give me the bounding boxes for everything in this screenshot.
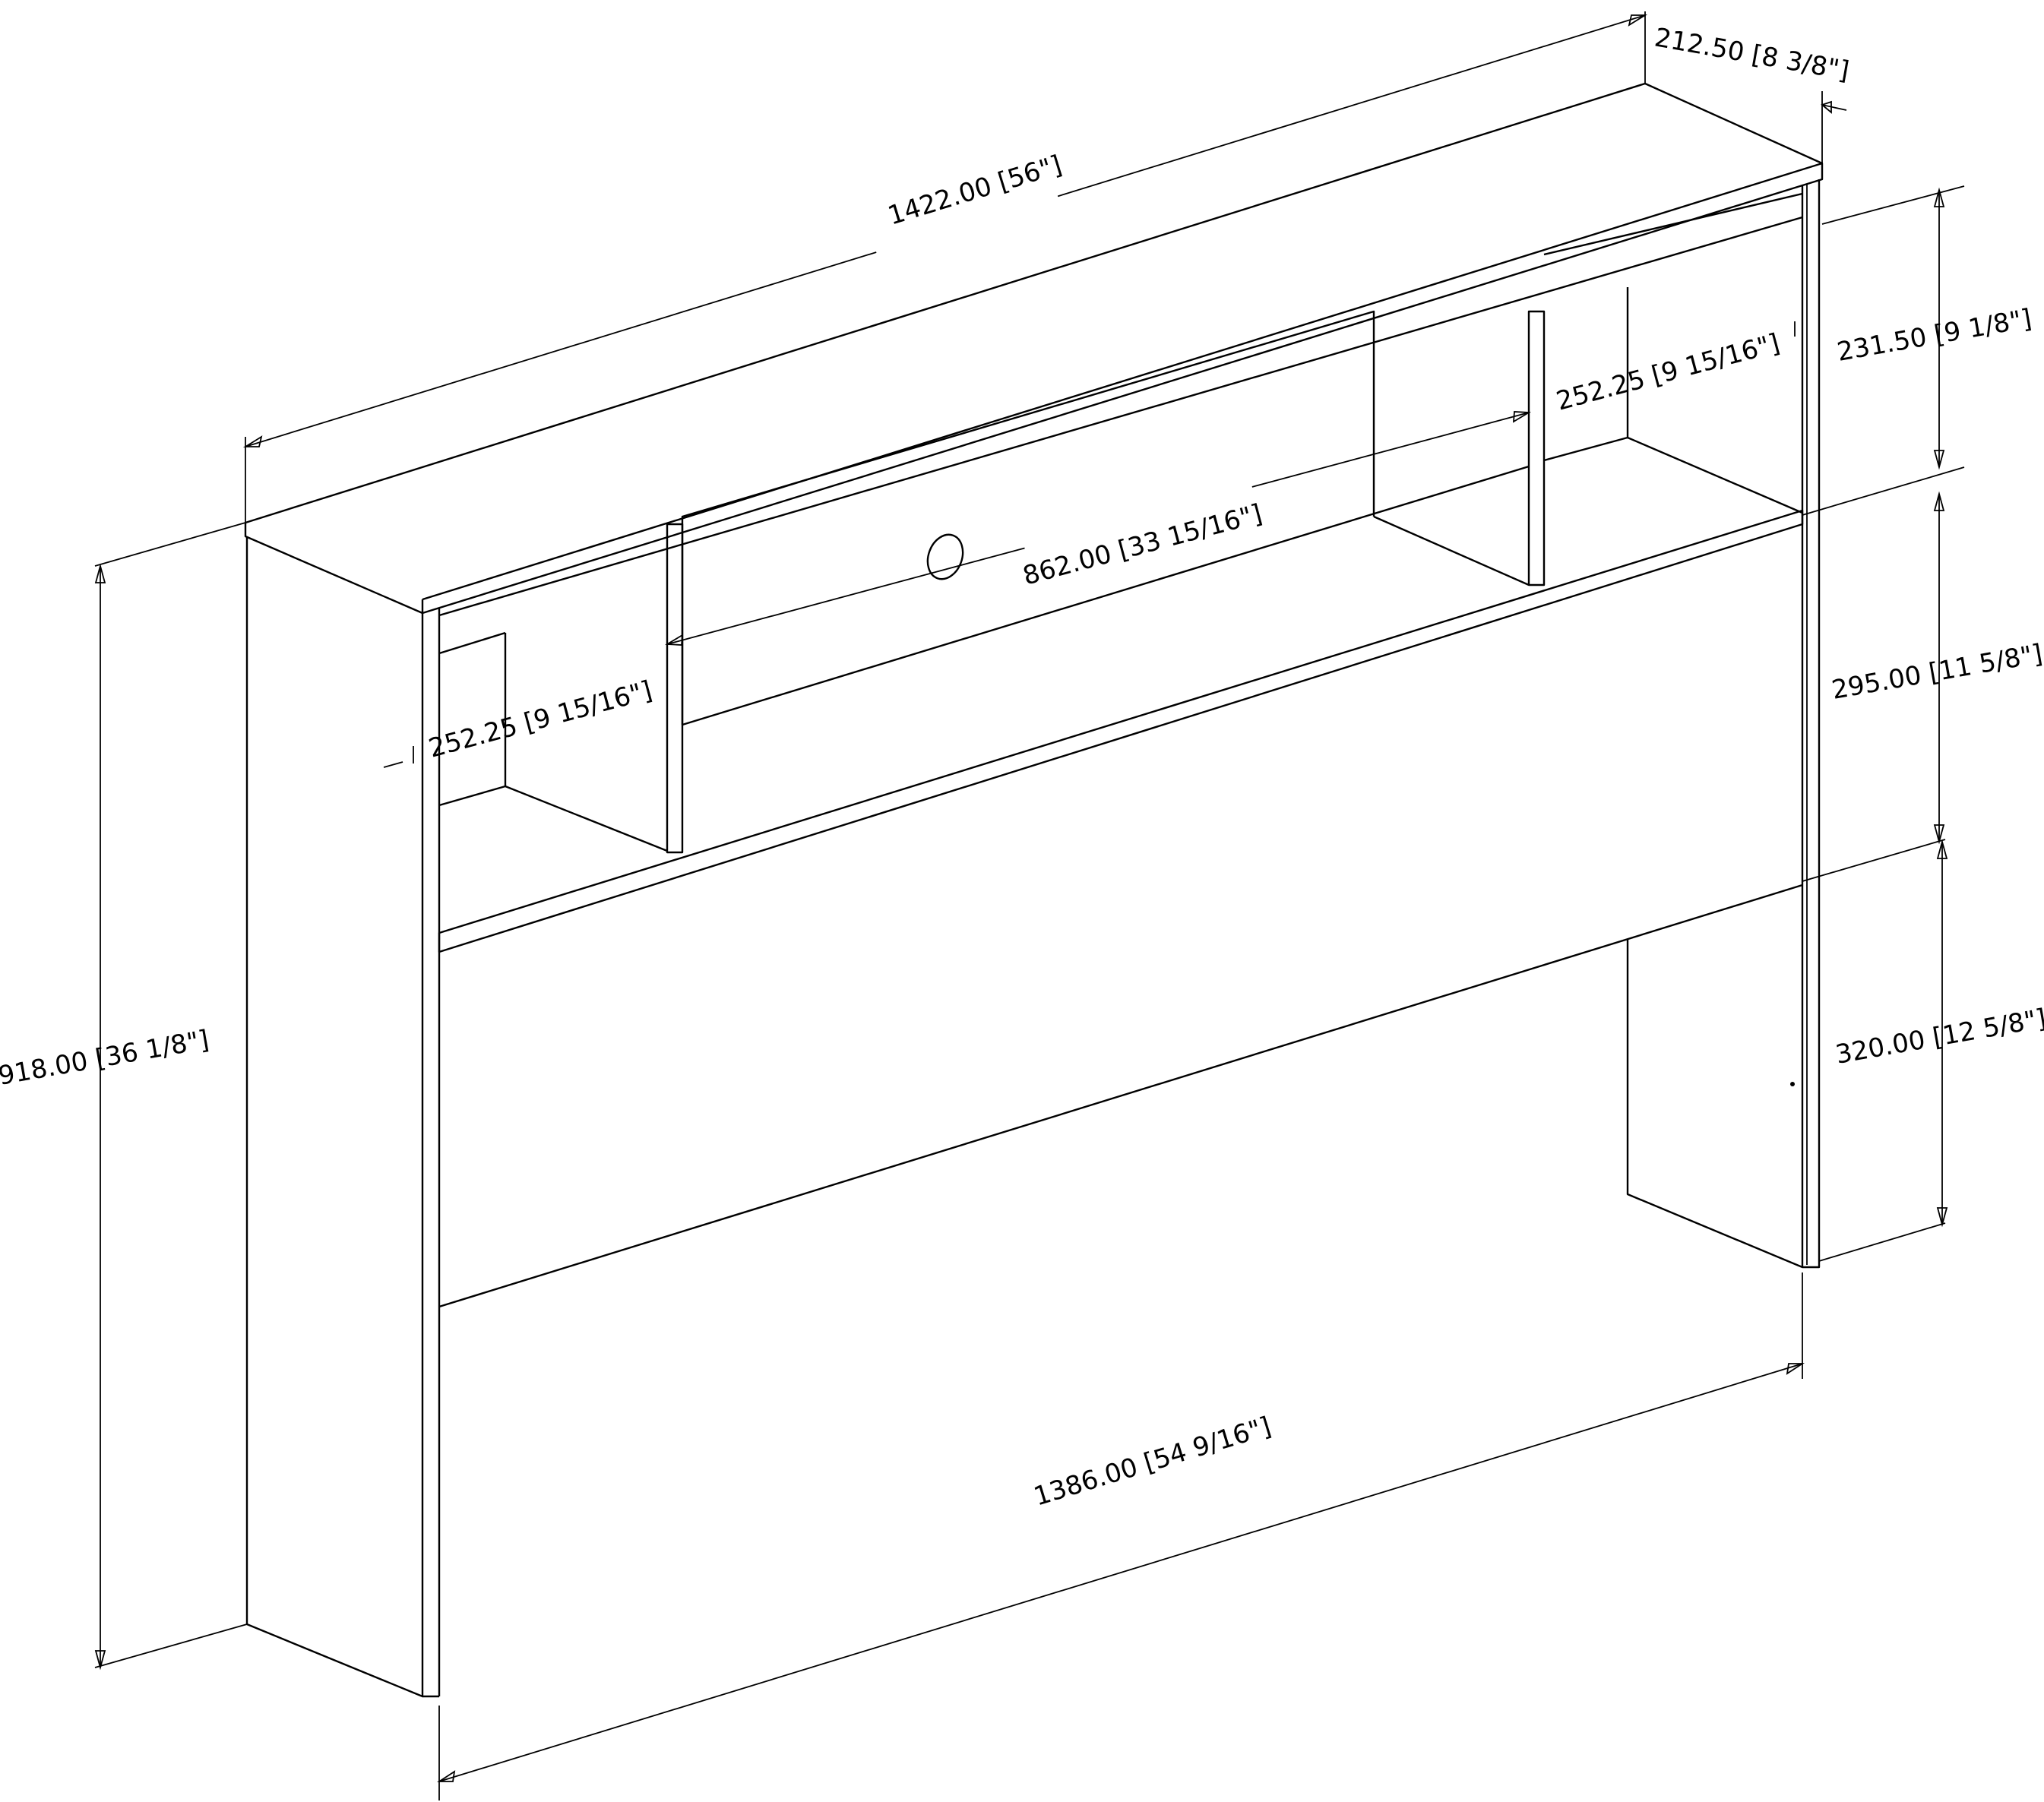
right-side-panel bbox=[1801, 179, 1821, 1269]
right-cubby-divider-front bbox=[1373, 515, 1530, 586]
left-cubby-divider bbox=[666, 523, 684, 854]
left-cubby-floor bbox=[438, 785, 506, 807]
inner-width-dim-line bbox=[438, 1363, 1803, 1782]
right-cubby-divider bbox=[1527, 310, 1546, 586]
dimension-geometry bbox=[94, 11, 1965, 1800]
overall-height-label: 918.00 [36 1/8"] bbox=[0, 1025, 211, 1092]
lower-height-label: 320.00 [12 5/8"] bbox=[1834, 1004, 2044, 1070]
top-shelf-front-edge bbox=[422, 162, 1823, 601]
right-cubby-floor bbox=[1543, 436, 1628, 462]
right-cubby-label: 252.25 [9 15/16"] bbox=[1553, 328, 1783, 417]
right-upper-rail bbox=[1543, 192, 1803, 256]
left-cubby-floor-front bbox=[505, 785, 668, 852]
headboard-outline bbox=[244, 82, 1824, 1698]
right-cubby-floor-front bbox=[1627, 436, 1803, 514]
center-back-panel-bottom bbox=[682, 465, 1530, 726]
left-cubby-label: 252.25 [9 15/16"] bbox=[426, 675, 655, 764]
middle-height-label: 295.00 [11 5/8"] bbox=[1830, 639, 2044, 706]
cable-grommet-hole bbox=[926, 533, 964, 580]
right-leg-screw bbox=[1790, 1082, 1795, 1086]
overall-depth-label: 212.50 [8 3/8"] bbox=[1652, 22, 1851, 86]
dimension-labels: 1422.00 [56"] 212.50 [8 3/8"] 231.50 [9 … bbox=[0, 22, 2044, 1512]
right-leg-block bbox=[1626, 939, 1803, 1269]
middle-shelf bbox=[438, 509, 1804, 953]
lower-back-rail bbox=[438, 884, 1803, 1308]
left-side-panel bbox=[245, 536, 424, 1698]
upper-height-label: 231.50 [9 1/8"] bbox=[1835, 303, 2034, 367]
left-cubby-shelf-top bbox=[438, 631, 506, 655]
overall-depth-dim-line bbox=[1821, 104, 1847, 111]
